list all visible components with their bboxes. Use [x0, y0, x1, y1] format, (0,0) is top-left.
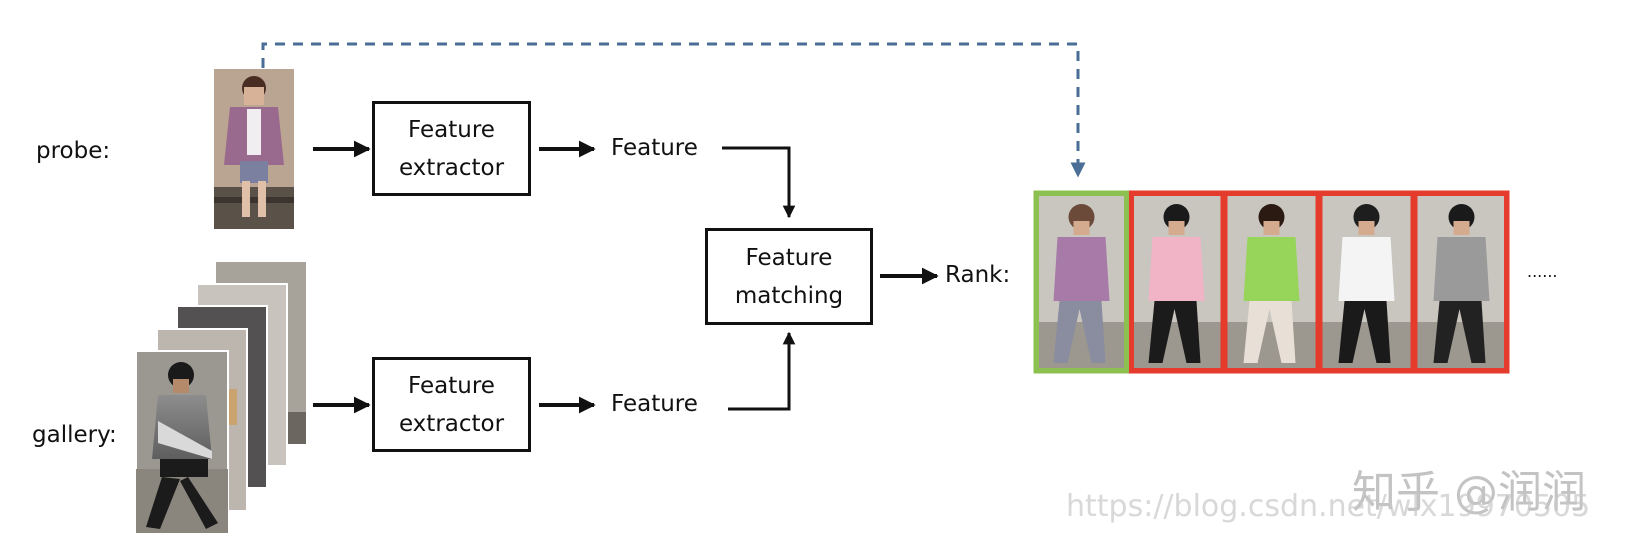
rank-item-image [1319, 191, 1414, 373]
rank-match-group-border [1034, 191, 1129, 373]
feature-extractor-top-box: Feature extractor [372, 101, 531, 196]
rank-label: Rank: [945, 262, 1011, 288]
rank-list [1033, 190, 1510, 374]
box-line: Feature [745, 244, 833, 271]
more-ellipsis: ...... [1527, 262, 1558, 281]
box-line: Feature [408, 372, 495, 399]
feature-matching-box: Feature matching [705, 228, 873, 325]
gallery-label: gallery: [32, 422, 117, 448]
gallery-image-stack [135, 262, 306, 534]
feature-label-bottom: Feature [611, 391, 698, 417]
rank-item-image [1414, 191, 1509, 373]
probe-image [214, 69, 294, 229]
arrow-feature-bottom-to-matching [728, 331, 796, 411]
box-line: extractor [398, 154, 505, 181]
box-line: extractor [398, 410, 505, 437]
watermark-url: https://blog.csdn.net/wlx19970505 [1066, 489, 1591, 524]
rank-nonmatch-group-border [1129, 191, 1509, 373]
rank-item-image [1224, 191, 1319, 373]
box-line: matching [734, 282, 844, 309]
probe-label: probe: [36, 138, 111, 164]
box-line: Feature [408, 116, 495, 143]
dashed-link-arrow [261, 42, 1086, 178]
feature-label-top: Feature [611, 135, 698, 161]
watermark-brand: 知乎 @润润 [1352, 467, 1586, 518]
feature-extractor-bottom-box: Feature extractor [372, 357, 531, 452]
rank-item-image [1129, 191, 1224, 373]
rank-item-image [1034, 191, 1129, 373]
arrow-feature-top-to-matching [722, 146, 796, 219]
